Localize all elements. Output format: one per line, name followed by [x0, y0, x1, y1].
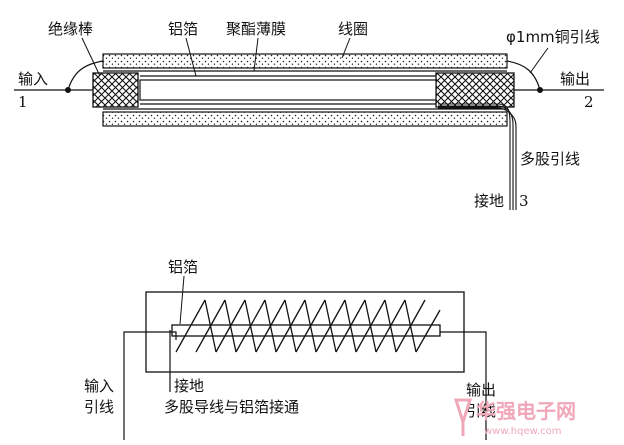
label-aluminum-foil: 铝箔: [168, 20, 198, 38]
label-bottom-input-2: 引线: [84, 398, 114, 416]
ground-lead-b: [438, 105, 514, 210]
label-copper-lead: φ1mm铜引线: [506, 28, 600, 46]
label-bottom-foil: 铝箔: [168, 258, 198, 276]
copper-lead-pointer: [529, 47, 549, 74]
label-ground: 接地: [474, 192, 504, 210]
label-input: 输入: [18, 70, 48, 88]
label-multi-strand: 多股引线: [520, 150, 580, 168]
ground-lead-c: [438, 107, 517, 210]
watermark-logo-icon: [453, 398, 473, 436]
insulating-rod-right: [435, 72, 515, 108]
bottom-output-lead: [440, 331, 487, 440]
label-output-num: 2: [584, 93, 594, 111]
watermark-brand: 华强电子网: [476, 399, 576, 423]
insulating-rod-left: [92, 72, 139, 108]
coil-top-layer: [102, 53, 508, 69]
label-bottom-output-1: 输出: [466, 381, 496, 399]
coil-bottom-layer: [102, 111, 508, 127]
label-coil: 线圈: [338, 20, 368, 38]
label-ground-num: 3: [519, 192, 529, 210]
label-bottom-input-1: 输入: [84, 377, 114, 395]
copper-lead-curve: [506, 60, 541, 91]
label-bottom-output-2: 引线: [466, 402, 496, 420]
leader-bottom-foil: [179, 275, 185, 325]
leader-insulating-rod: [81, 37, 101, 77]
ground-lead-a: [438, 103, 511, 210]
watermark-url: www.hqew.com: [484, 426, 561, 437]
leader-polyester-film: [253, 37, 259, 72]
core-center: [139, 79, 437, 101]
aluminum-foil-strip: [171, 324, 441, 337]
helix-winding: [175, 299, 441, 353]
label-output: 输出: [560, 70, 590, 88]
label-polyester-film: 聚酯薄膜: [226, 20, 286, 38]
label-bottom-ground: 接地: [174, 377, 204, 395]
input-lead-curve: [67, 60, 104, 91]
leader-coil: [341, 37, 351, 59]
label-bottom-note: 多股导线与铝箔接通: [164, 398, 299, 416]
bottom-input-lead: [123, 331, 177, 440]
label-insulating-rod: 绝缘棒: [48, 20, 93, 38]
label-input-num: 1: [18, 93, 28, 111]
watermark: 华强电子网 www.hqew.com: [453, 398, 576, 437]
leader-aluminum-foil: [185, 37, 197, 77]
